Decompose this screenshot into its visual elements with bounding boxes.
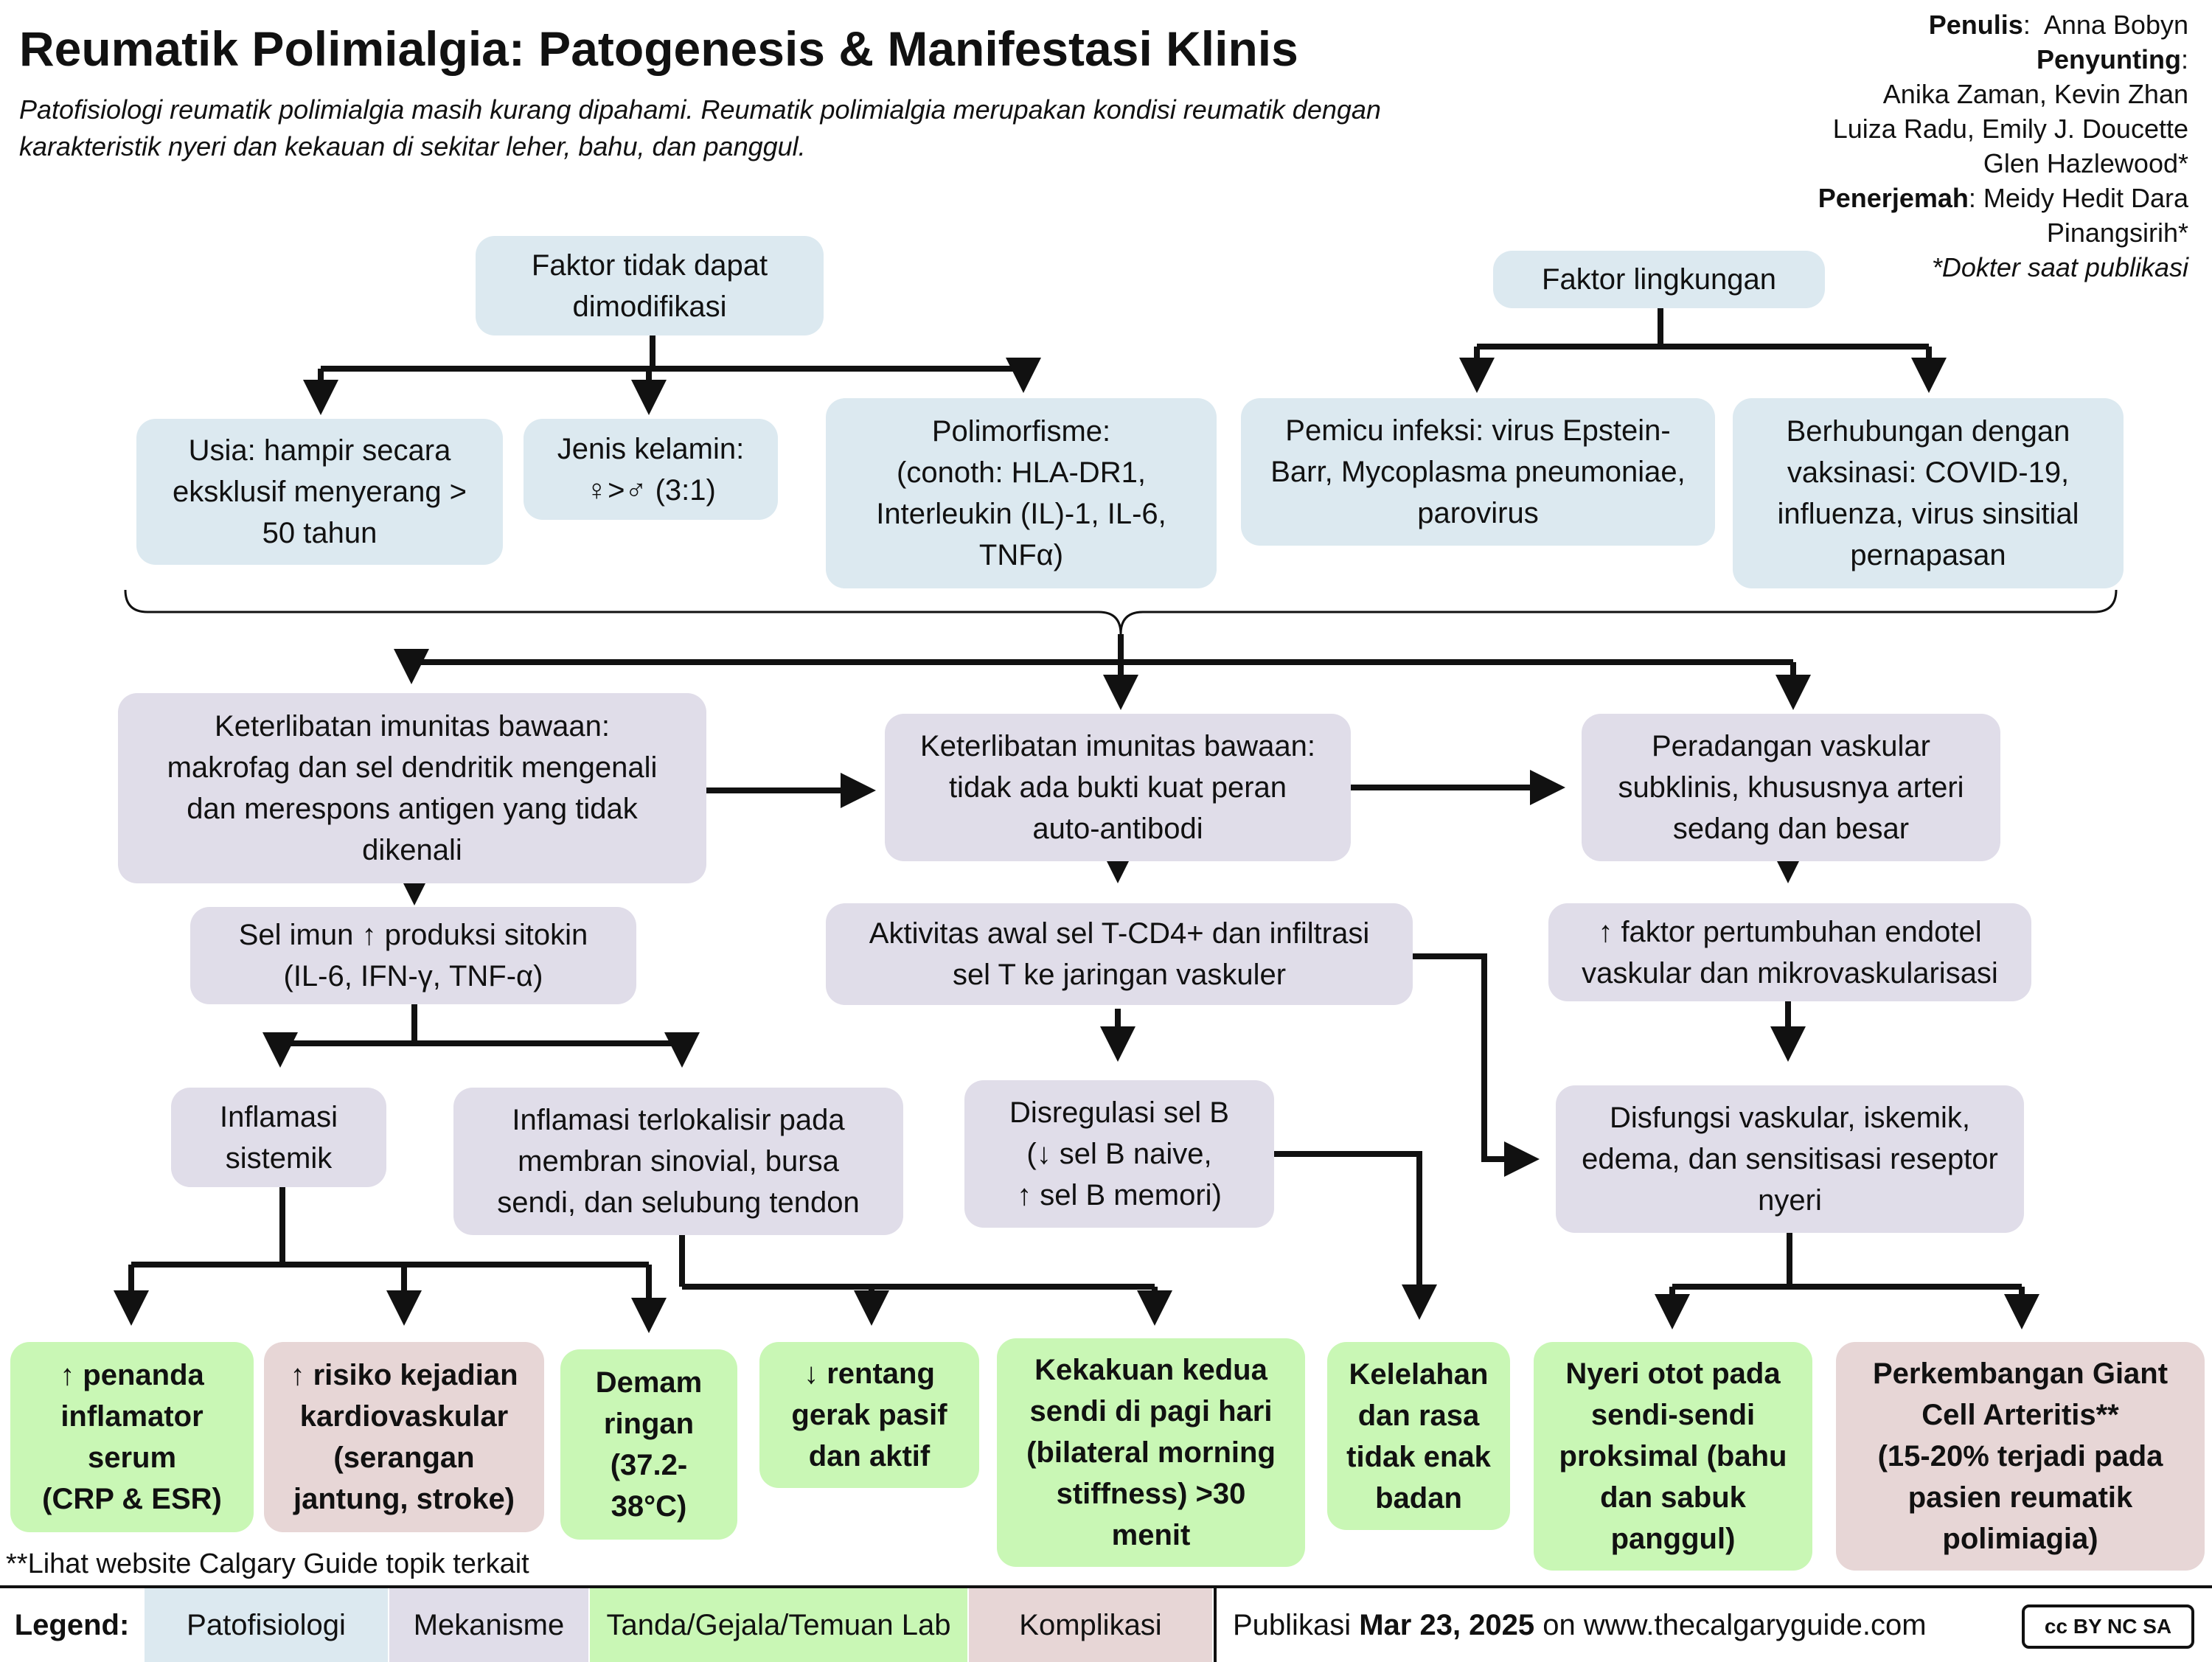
editors-line: Luiza Radu, Emily J. Doucette <box>1832 114 2188 144</box>
box-text: Pemicu infeksi: virus Epstein- Barr, Myc… <box>1270 414 1686 529</box>
box-text: Nyeri otot pada sendi-sendi proksimal (b… <box>1559 1357 1787 1555</box>
box-text: Disregulasi sel B (↓ sel B naive, ↑ sel … <box>1009 1096 1229 1211</box>
box-vaccination: Berhubungan dengan vaksinasi: COVID-19, … <box>1733 398 2124 588</box>
box-nonmodifiable-factors: Faktor tidak dapat dimodifikasi <box>476 236 824 335</box>
box-morning-stiffness: Kekakuan kedua sendi di pagi hari (bilat… <box>997 1338 1305 1567</box>
footnote: **Lihat website Calgary Guide topik terk… <box>6 1548 529 1579</box>
box-text: Inflamasi sistemik <box>219 1100 338 1175</box>
translator-name: Meidy Hedit Dara <box>1983 183 2188 213</box>
translator-name-cont: Pinangsirih* <box>2046 218 2188 248</box>
box-text: Usia: hampir secara eksklusif menyerang … <box>172 434 467 549</box>
box-cytokine-production: Sel imun ↑ produksi sitokin (IL-6, IFN-γ… <box>190 907 636 1004</box>
legend-mekanisme: Mekanisme <box>389 1588 588 1662</box>
author-label: Penulis <box>1928 10 2023 40</box>
box-text: Disfungsi vaskular, iskemik, edema, dan … <box>1582 1102 1998 1217</box>
box-environmental-factors: Faktor lingkungan <box>1493 251 1825 308</box>
author-name: Anna Bobyn <box>2043 10 2188 40</box>
box-low-grade-fever: Demam ringan (37.2- 38°C) <box>560 1349 737 1540</box>
box-text: Jenis kelamin: ♀>♂ (3:1) <box>557 432 745 507</box>
box-text: ↓ rentang gerak pasif dan aktif <box>791 1357 947 1472</box>
publication-prefix: Publikasi <box>1233 1608 1352 1641</box>
box-text: Polimorfisme: (conoth: HLA-DR1, Interleu… <box>876 415 1166 571</box>
box-text: ↑ faktor pertumbuhan endotel vaskular da… <box>1582 915 1998 990</box>
page-subtitle: Patofisiologi reumatik polimialgia masih… <box>19 94 1381 161</box>
box-localized-inflammation: Inflamasi terlokalisir pada membran sino… <box>453 1088 903 1235</box>
publication-site: on www.thecalgaryguide.com <box>1543 1608 1927 1641</box>
box-text: Faktor lingkungan <box>1542 263 1776 296</box>
box-vascular-dysfunction: Disfungsi vaskular, iskemik, edema, dan … <box>1556 1085 2024 1233</box>
box-text: Inflamasi terlokalisir pada membran sino… <box>497 1104 860 1219</box>
box-serum-inflammatory-markers: ↑ penanda inflamator serum (CRP & ESR) <box>10 1342 254 1532</box>
legend-komplikasi: Komplikasi <box>969 1588 1212 1662</box>
box-text: Perkembangan Giant Cell Arteritis** (15-… <box>1872 1357 2168 1555</box>
box-text: ↑ penanda inflamator serum (CRP & ESR) <box>42 1359 222 1515</box>
box-polymorphism: Polimorfisme: (conoth: HLA-DR1, Interleu… <box>826 398 1217 588</box>
box-text: Aktivitas awal sel T-CD4+ dan infiltrasi… <box>869 917 1370 991</box>
box-infectious-trigger: Pemicu infeksi: virus Epstein- Barr, Myc… <box>1241 398 1715 546</box>
legend-patofisiologi: Patofisiologi <box>145 1588 388 1662</box>
box-text: Keterlibatan imunitas bawaan: makrofag d… <box>167 710 658 866</box>
translator-label: Penerjemah <box>1818 183 1969 213</box>
box-b-cell-dysregulation: Disregulasi sel B (↓ sel B naive, ↑ sel … <box>964 1080 1274 1228</box>
box-text: Demam ringan (37.2- 38°C) <box>595 1366 703 1523</box>
box-innate-immunity-autoantibody: Keterlibatan imunitas bawaan: tidak ada … <box>885 714 1351 861</box>
box-text: Keterlibatan imunitas bawaan: tidak ada … <box>920 730 1315 845</box>
legend-divider <box>1214 1588 1217 1662</box>
editors-line: Glen Hazlewood* <box>1983 148 2188 178</box>
box-text: Faktor tidak dapat dimodifikasi <box>531 248 768 323</box>
box-cd4-t-cell-activity: Aktivitas awal sel T-CD4+ dan infiltrasi… <box>826 903 1413 1005</box>
page-title: Reumatik Polimialgia: Patogenesis & Mani… <box>19 21 1298 76</box>
box-systemic-inflammation: Inflamasi sistemik <box>171 1088 386 1187</box>
box-text: Peradangan vaskular subklinis, khususnya… <box>1618 730 1964 845</box>
cc-license-icon: cc BY NC SA <box>2022 1604 2194 1649</box>
box-endothelial-growth-factor: ↑ faktor pertumbuhan endotel vaskular da… <box>1548 903 2031 1001</box>
grouping-brace <box>124 589 2118 635</box>
box-age: Usia: hampir secara eksklusif menyerang … <box>136 419 503 565</box>
box-reduced-range-of-motion: ↓ rentang gerak pasif dan aktif <box>759 1342 979 1488</box>
box-subclinical-vascular-inflammation: Peradangan vaskular subklinis, khususnya… <box>1582 714 2000 861</box>
box-giant-cell-arteritis: Perkembangan Giant Cell Arteritis** (15-… <box>1836 1342 2205 1571</box>
publication-info: Publikasi Mar 23, 2025 on www.thecalgary… <box>1233 1588 1927 1662</box>
box-text: Sel imun ↑ produksi sitokin (IL-6, IFN-γ… <box>238 919 588 992</box>
box-text: Kekakuan kedua sendi di pagi hari (bilat… <box>1026 1354 1276 1551</box>
box-innate-immunity-antigen: Keterlibatan imunitas bawaan: makrofag d… <box>118 693 706 883</box>
legend-bar: Legend: Patofisiologi Mekanisme Tanda/Ge… <box>0 1585 2212 1662</box>
box-fatigue-malaise: Kelelahan dan rasa tidak enak badan <box>1327 1342 1510 1530</box>
publication-date: Mar 23, 2025 <box>1359 1608 1535 1641</box>
credits: Penulis: Anna Bobyn Penyunting: Anika Za… <box>1731 7 2188 285</box>
editors-line: Anika Zaman, Kevin Zhan <box>1882 79 2188 109</box>
credits-note: *Dokter saat publikasi <box>1931 252 2188 282</box>
box-text: Berhubungan dengan vaksinasi: COVID-19, … <box>1777 415 2079 571</box>
legend-tanda-gejala: Tanda/Gejala/Temuan Lab <box>590 1588 967 1662</box>
box-sex: Jenis kelamin: ♀>♂ (3:1) <box>524 419 778 520</box>
legend-label: Legend: <box>14 1608 130 1641</box>
box-proximal-muscle-pain: Nyeri otot pada sendi-sendi proksimal (b… <box>1534 1342 1812 1571</box>
box-text: Kelelahan dan rasa tidak enak badan <box>1346 1357 1491 1515</box>
editors-label: Penyunting <box>2036 44 2181 74</box>
box-text: ↑ risiko kejadian kardiovaskular (serang… <box>290 1359 518 1515</box>
box-cardiovascular-risk: ↑ risiko kejadian kardiovaskular (serang… <box>264 1342 544 1532</box>
